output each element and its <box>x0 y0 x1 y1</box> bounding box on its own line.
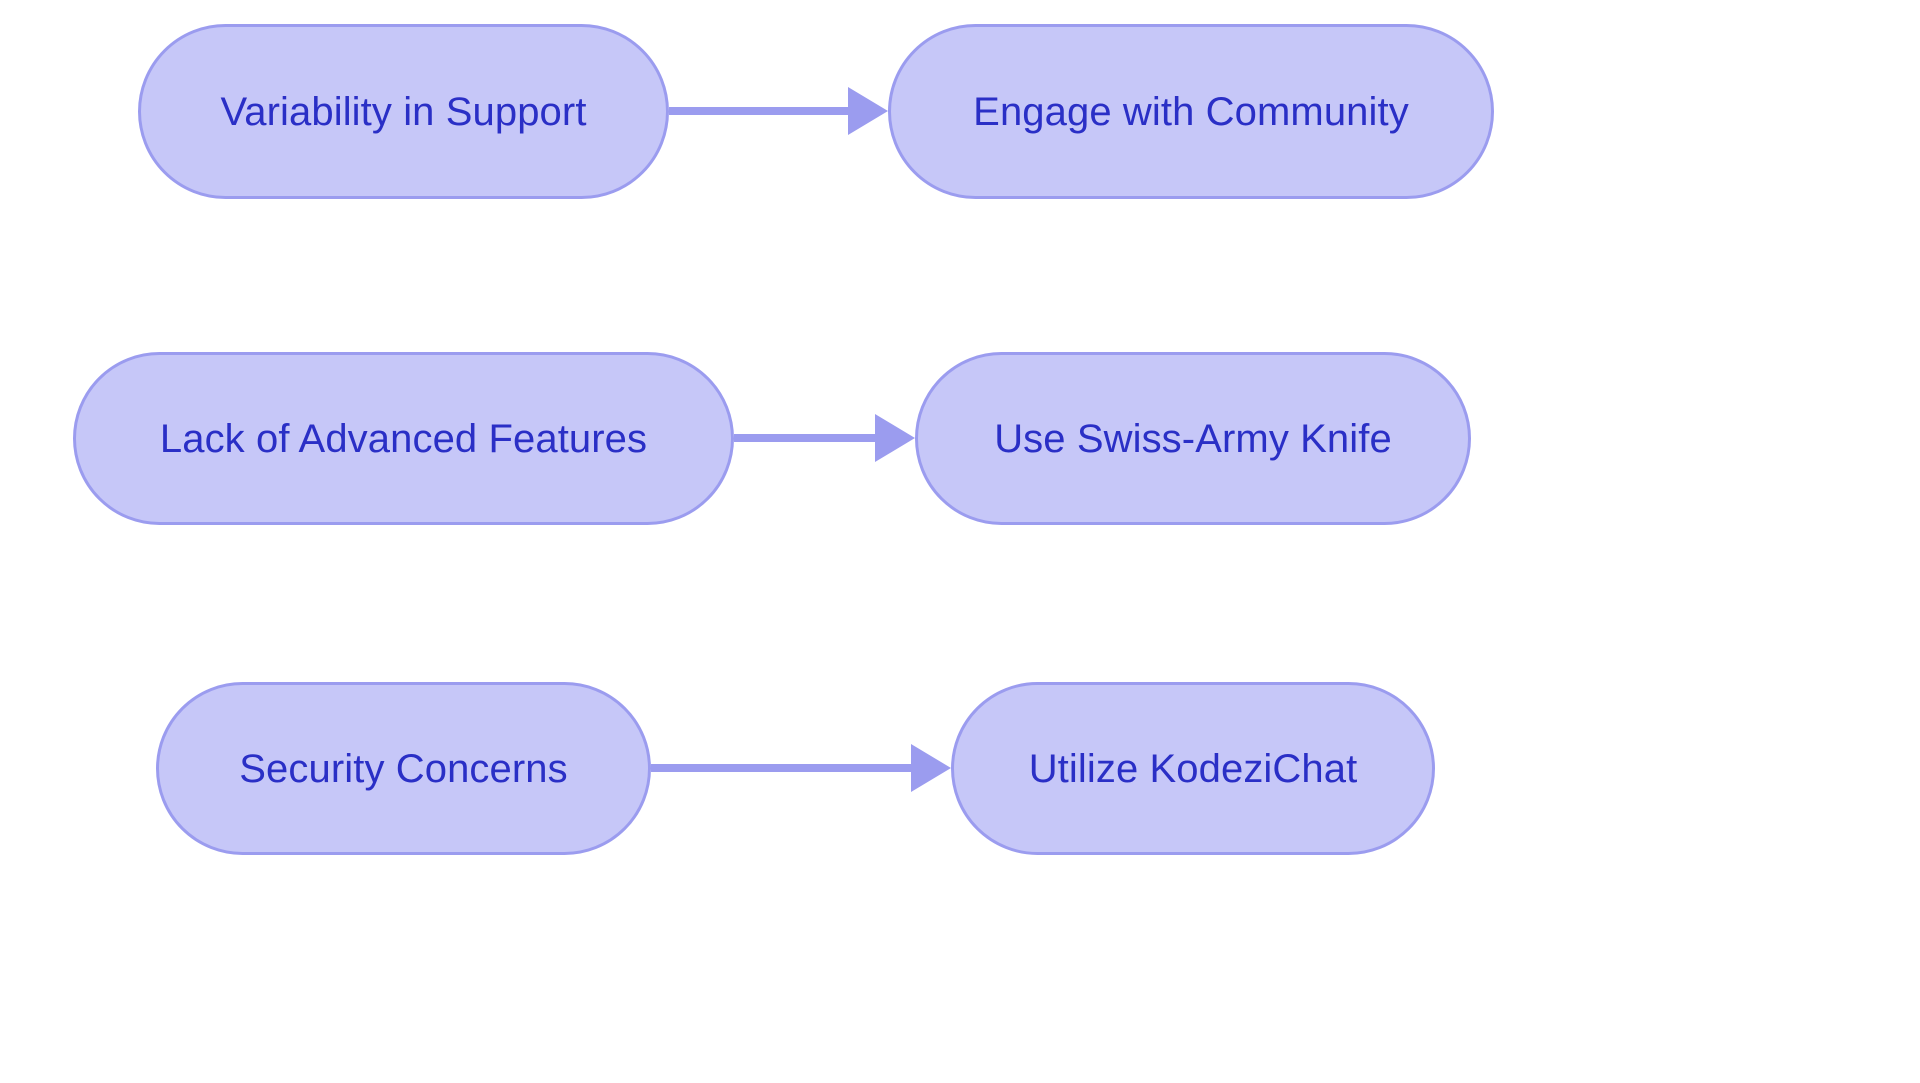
node-label: Engage with Community <box>973 89 1409 134</box>
node-use-swiss-army-knife[interactable]: Use Swiss-Army Knife <box>915 352 1471 525</box>
node-variability-in-support[interactable]: Variability in Support <box>138 24 669 199</box>
arrowhead-right-icon <box>911 744 951 792</box>
edge-line <box>651 764 913 772</box>
node-label: Utilize KodeziChat <box>1028 746 1358 791</box>
node-security-concerns[interactable]: Security Concerns <box>156 682 651 855</box>
node-label: Use Swiss-Army Knife <box>994 416 1392 461</box>
node-utilize-kodezichat[interactable]: Utilize KodeziChat <box>951 682 1435 855</box>
edge-line <box>669 107 850 115</box>
arrowhead-right-icon <box>848 87 888 135</box>
node-label: Lack of Advanced Features <box>159 416 648 461</box>
arrowhead-right-icon <box>875 414 915 462</box>
node-label: Variability in Support <box>220 89 587 134</box>
node-label: Security Concerns <box>239 746 568 791</box>
node-lack-of-advanced-features[interactable]: Lack of Advanced Features <box>73 352 734 525</box>
edge-line <box>734 434 877 442</box>
node-engage-with-community[interactable]: Engage with Community <box>888 24 1494 199</box>
